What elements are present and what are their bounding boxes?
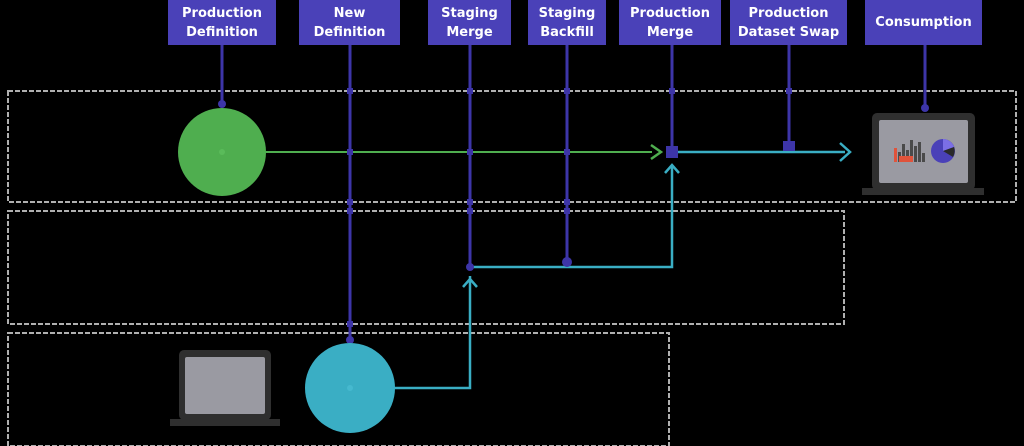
stage-header-label-line1: Staging <box>538 5 596 21</box>
connector-dot-new-definition <box>346 336 354 344</box>
new-definition-node-center <box>347 385 353 391</box>
stage-header-label-line2: Merge <box>646 24 694 40</box>
pie-chart-icon <box>931 139 955 163</box>
stage-header-label-line1: Production <box>182 5 262 21</box>
consumption-laptop-icon <box>862 113 984 195</box>
stage-header-staging-backfill: Staging Backfill <box>528 0 606 45</box>
bar-chart-icon <box>894 140 925 162</box>
stage-header-label-line1: Staging <box>441 5 498 21</box>
lane-staging <box>7 210 845 325</box>
stage-header-label-line2: Definition <box>186 24 258 40</box>
stage-header-label-line2: Definition <box>313 24 386 40</box>
stage-header-label-line2: Dataset Swap <box>737 24 840 40</box>
stage-header-label-line1: Production <box>748 5 829 21</box>
stage-header-production-definition: Production Definition <box>168 0 276 45</box>
lane-crossing-ticks <box>347 88 792 327</box>
stage-header-label-line2: Backfill <box>540 24 594 40</box>
connector-dot-staging-backfill <box>562 257 572 267</box>
stage-header-label-line1: New <box>333 5 366 21</box>
production-flow-arrowhead <box>650 143 664 161</box>
staging-to-prod-flow <box>470 166 674 269</box>
staging-to-prod-arrowhead <box>664 163 680 174</box>
stage-header-production-dataset-swap: Production Dataset Swap <box>730 0 847 45</box>
connector-node-production-merge <box>666 146 678 158</box>
production-definition-node-center <box>219 149 225 155</box>
lane-production <box>7 90 1017 203</box>
lane-development <box>7 332 670 446</box>
dev-to-staging-flow <box>393 276 472 390</box>
connector-dot-production-definition <box>218 100 226 108</box>
connector-dot-consumption <box>921 104 929 112</box>
developer-laptop-icon <box>170 350 280 426</box>
stage-header-staging-merge: Staging Merge <box>428 0 511 45</box>
prod-to-consumption-arrowhead <box>839 142 852 162</box>
stage-header-consumption: Consumption <box>865 0 982 45</box>
stage-header-label-line1: Consumption <box>875 15 972 30</box>
stage-header-new-definition: New Definition <box>299 0 400 45</box>
stage-header-label-line1: Production <box>630 5 710 21</box>
connector-node-production-dataset-swap <box>783 141 795 151</box>
stage-header-production-merge: Production Merge <box>619 0 721 45</box>
dev-to-staging-arrowhead <box>462 277 478 288</box>
stage-header-label-line2: Merge <box>446 24 493 40</box>
connector-dot-staging-merge <box>466 263 474 271</box>
